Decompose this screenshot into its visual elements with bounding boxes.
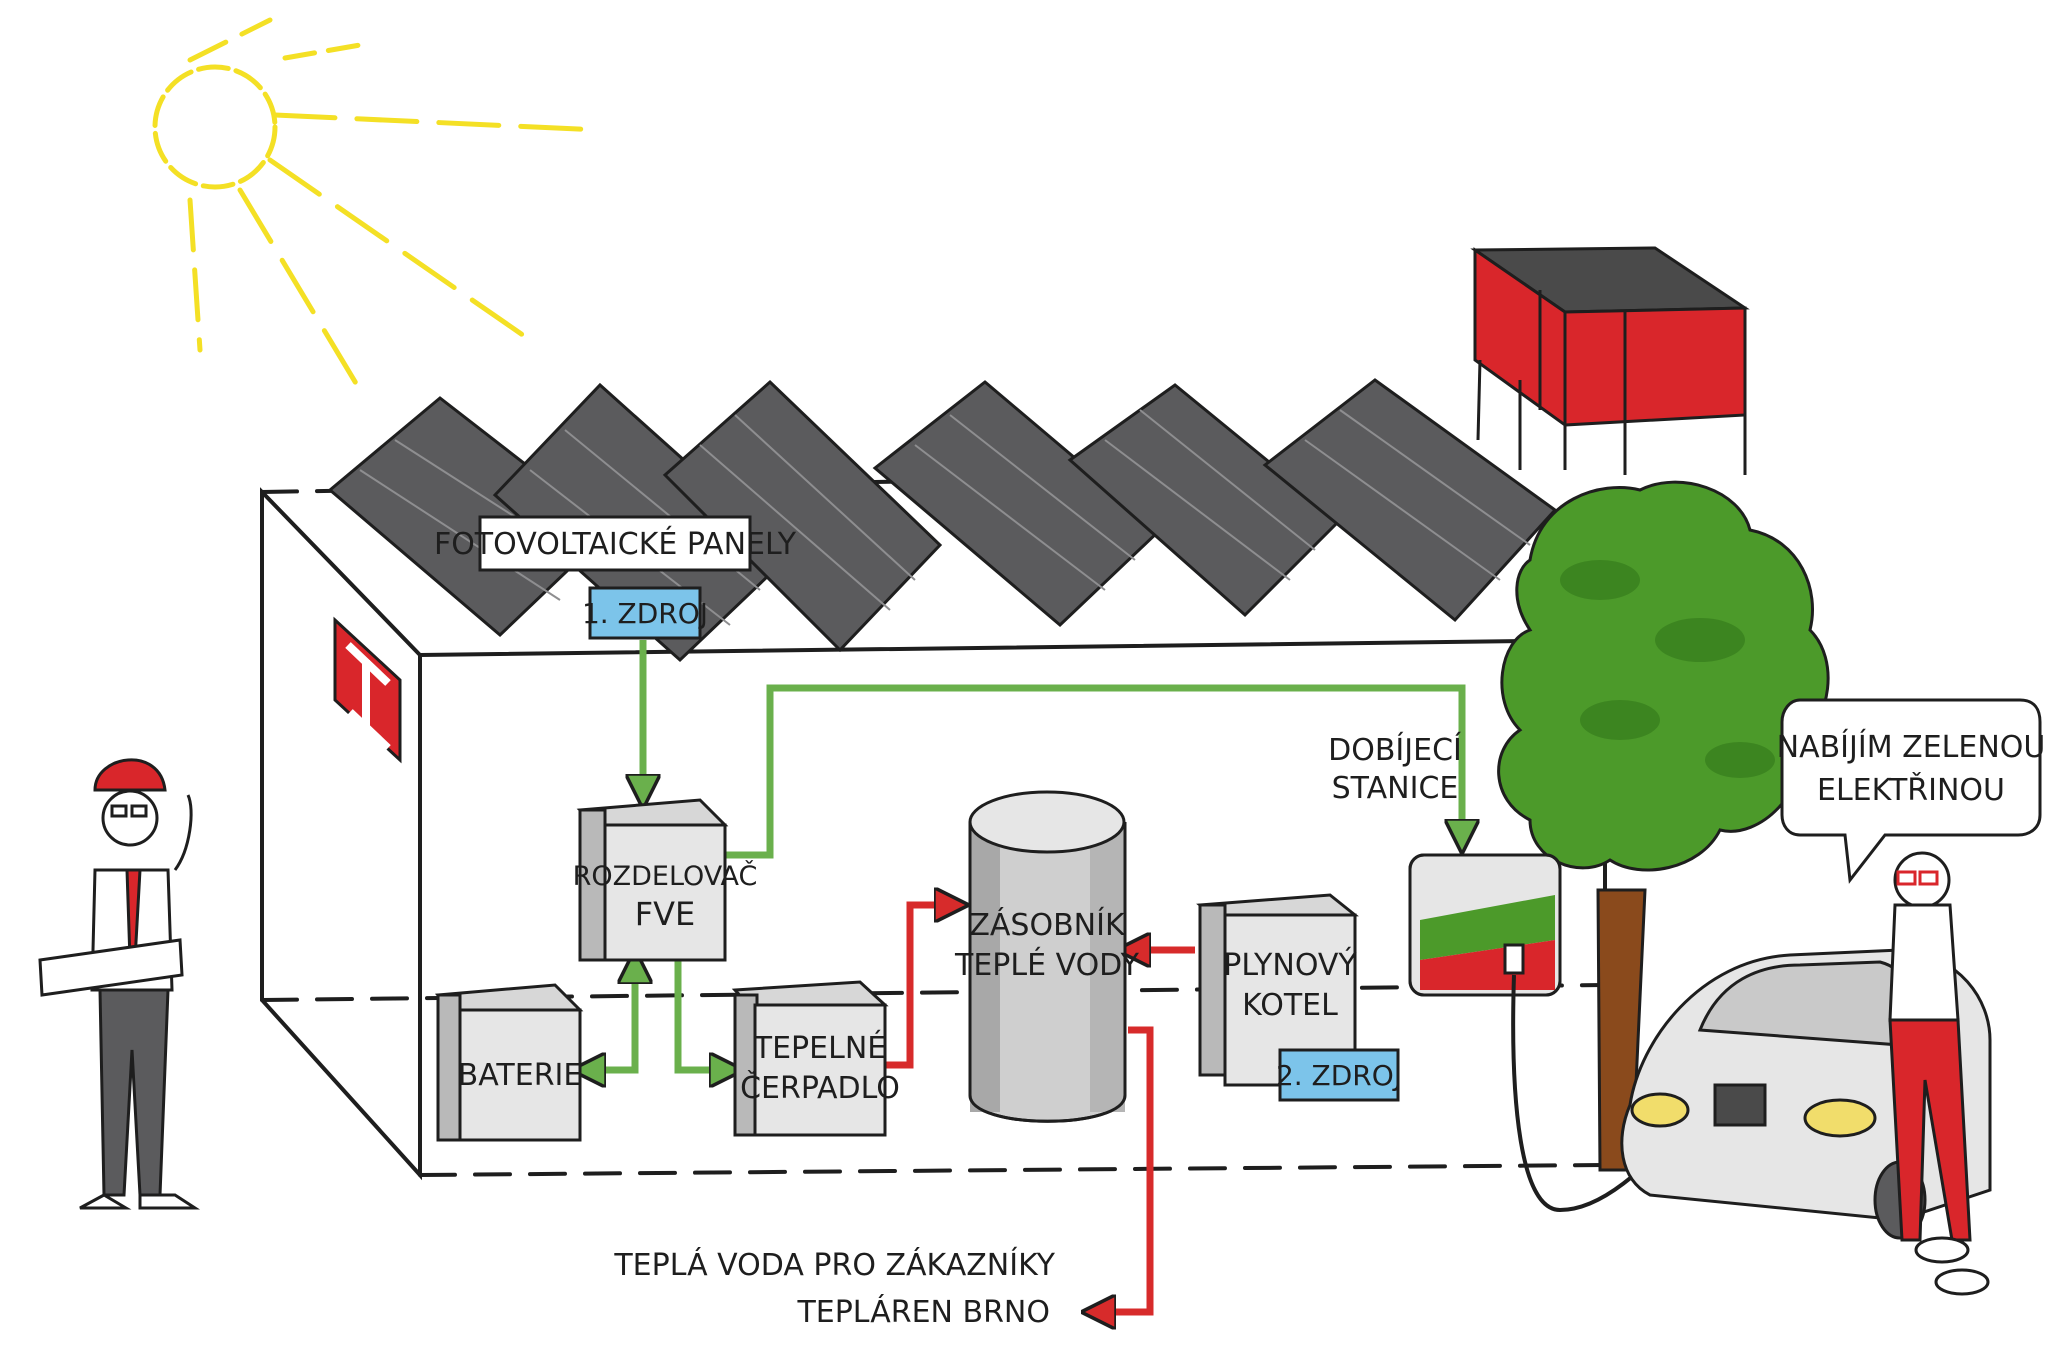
battery-label: BATERIE [458, 1058, 583, 1093]
boiler-label-line2: KOTEL [1242, 988, 1338, 1023]
station-label-line1: DOBÍJECÍ [1328, 732, 1462, 768]
tank-label-line2: TEPLÉ VODY [954, 947, 1140, 983]
station-label-line2: STANICE [1332, 771, 1459, 806]
engineer-figure [38, 758, 201, 1210]
tank-label-line1: ZÁSOBNÍK [969, 907, 1126, 943]
flow-tank-to-customers [1095, 1026, 1154, 1312]
battery-box [434, 983, 584, 1142]
roof-storage-unit [1470, 246, 1750, 475]
source-2-tag [1278, 1048, 1400, 1102]
pv-panels-label-box [478, 515, 752, 572]
hot-water-tank [968, 790, 1127, 1123]
flow-distributor-battery [585, 963, 635, 1070]
output-label-line1: TEPLÁ VODA PRO ZÁKAZNÍKY [613, 1247, 1055, 1283]
heat-pump-label-line1: TEPELNÉ [753, 1030, 886, 1066]
heat-pump-label-line2: ČERPADLO [740, 1069, 900, 1106]
flow-distributor-to-station [715, 684, 1462, 859]
heat-pump-box [731, 980, 889, 1137]
flow-heatpump-to-tank [885, 905, 955, 1069]
source-2-label: 2. ZDROJ [1276, 1059, 1402, 1092]
distributor-label-line2: FVE [635, 895, 696, 933]
sun-icon [152, 17, 603, 393]
speech-bubble [1780, 698, 2042, 884]
distributor-box [576, 798, 729, 962]
charging-station [1408, 853, 1692, 1213]
boiler-label-line1: PLYNOVÝ [1223, 947, 1357, 983]
flow-distributor-to-heatpump [674, 958, 730, 1070]
woman-figure [1888, 851, 1990, 1296]
speech-line2: ELEKTŘINOU [1817, 772, 2005, 808]
teplarny-brno-logo [333, 616, 402, 764]
speech-line1: NABÍJÍM ZELENOU [1777, 729, 2046, 765]
pv-panels-label: FOTOVOLTAICKÉ PANELY [434, 526, 797, 562]
source-1-label: 1. ZDROJ [582, 597, 708, 630]
output-label-line2: TEPLÁREN BRNO [796, 1294, 1050, 1330]
distributor-label-line1: ROZDELOVAČ [573, 860, 758, 892]
source-1-tag [588, 586, 702, 640]
